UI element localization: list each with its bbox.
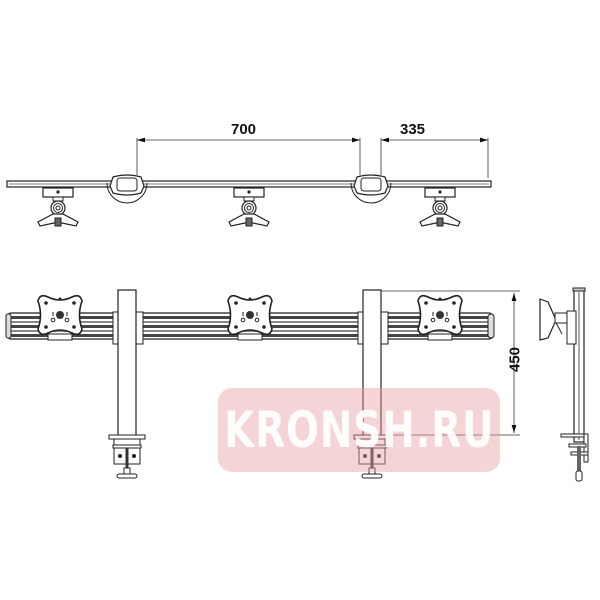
dimension-335 bbox=[380, 137, 489, 178]
pole-right bbox=[353, 289, 391, 479]
dimension-label-335: 335 bbox=[400, 121, 426, 138]
top-monitor-mount-2 bbox=[228, 187, 270, 227]
pole-collar-right bbox=[350, 174, 392, 204]
top-monitor-mount-1 bbox=[37, 187, 79, 227]
dimension-label-450: 450 bbox=[506, 346, 524, 373]
top-monitor-mount-3 bbox=[419, 187, 461, 227]
top-view bbox=[6, 137, 492, 227]
dimension-label-700: 700 bbox=[231, 121, 257, 138]
dimension-450 bbox=[381, 290, 520, 436]
side-view bbox=[539, 287, 589, 482]
pole-collar-left bbox=[106, 174, 148, 204]
pole-left bbox=[108, 289, 146, 479]
front-view bbox=[5, 289, 520, 479]
dimension-700 bbox=[136, 137, 361, 175]
